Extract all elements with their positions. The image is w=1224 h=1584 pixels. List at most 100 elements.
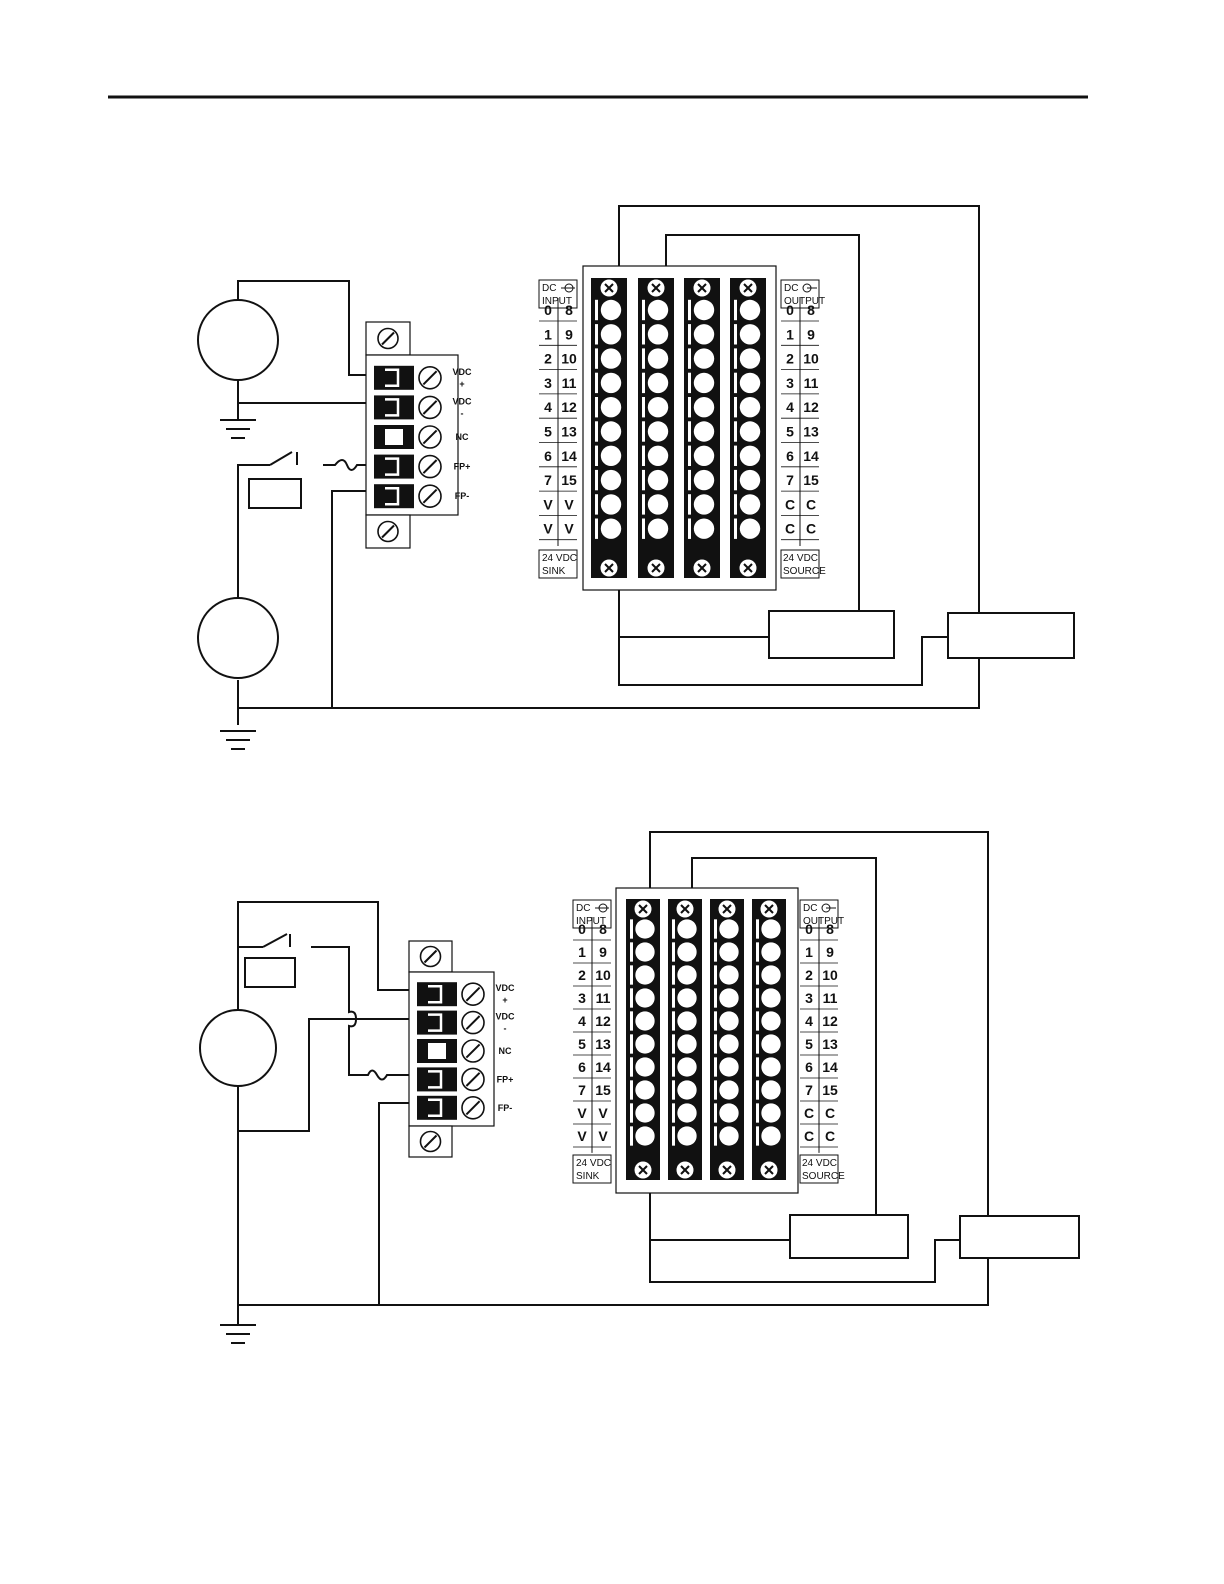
terminal-tab [642,348,645,369]
terminal-hole [719,1034,739,1054]
terminal-hole [647,469,669,491]
output-point-label: 7 [805,1082,813,1098]
terminal-hole [600,494,622,515]
input-point-label: 10 [561,351,577,367]
terminal-hole [739,299,761,321]
terminal-tab [688,445,691,467]
terminal-tab [672,942,675,962]
screw-icon [760,900,778,918]
terminal-tab [630,919,633,939]
terminal-tab [714,965,717,985]
terminal-hole [677,1034,697,1054]
terminal-tab [630,988,633,1008]
screw-icon [461,982,485,1007]
terminal-hole [739,348,761,369]
screw-icon [461,1067,485,1092]
ground-symbol [220,419,256,439]
input-point-label: 0 [578,921,586,937]
terminal-hole [693,396,715,418]
terminal-tab [630,1057,633,1077]
terminal-hole [719,965,739,985]
terminal-tab [642,299,645,321]
power-supply-symbol [197,299,279,381]
terminal-hole [761,1103,781,1123]
terminal-hole [761,1011,781,1031]
input-footer-type: SINK [542,566,566,577]
terminal-hole [693,324,715,345]
output-point-label: 12 [803,399,819,415]
terminal-label: NC [499,1046,512,1056]
output-header-box [799,899,839,929]
screw-icon [647,279,665,297]
screw-icon [461,1039,485,1063]
terminal-hole [761,919,781,939]
terminal-tab [756,919,759,939]
screw-icon [377,327,399,350]
input-point-label: 12 [595,1013,611,1029]
input-point-label: 8 [599,921,607,937]
terminal-label: VDC [495,983,515,993]
terminal-hole [635,988,655,1008]
terminal-tab [595,396,598,418]
terminal-hole [600,348,622,369]
terminal-tab [688,372,691,394]
terminal-hole [647,421,669,442]
input-footer-type: SINK [576,1171,600,1182]
output-point-label: C [825,1105,835,1121]
terminal-tab [595,299,598,321]
input-point-label: 8 [565,302,573,318]
terminal-hole [677,1126,697,1146]
output-point-label: 6 [786,448,794,464]
power-supply-symbol [197,597,279,679]
terminal-hole [719,919,739,939]
terminal-hole [635,942,655,962]
clamp-opening [385,457,400,476]
input-point-label: V [543,521,553,537]
input-point-label: 5 [544,424,552,440]
terminal-label: + [459,379,464,389]
terminal-hole [635,1034,655,1054]
output-footer-voltage: 24 VDC [783,553,818,564]
screw-icon [676,900,694,918]
output-footer-box [780,549,820,579]
terminal-hole [647,348,669,369]
terminal-tab [734,469,737,491]
output-point-label: 15 [803,472,819,488]
terminal-tab [630,1126,633,1146]
output-point-label: 0 [786,302,794,318]
input-footer-box [538,549,578,579]
screw-icon [693,559,711,577]
input-point-label: V [564,521,574,537]
field-device-box [959,1215,1080,1259]
terminal-tab [642,324,645,345]
terminal-tab [688,469,691,491]
terminal-tab [595,372,598,394]
terminal-tab [630,1103,633,1123]
terminal-hole [693,518,715,539]
output-point-label: 3 [805,990,813,1006]
terminal-hole [739,372,761,394]
terminal-hole [600,324,622,345]
output-point-label: 2 [786,351,794,367]
terminal-tab [672,988,675,1008]
terminal-tab [734,348,737,369]
terminal-label: FP- [455,491,470,501]
output-header-dc: DC [784,283,798,294]
screw-icon [377,520,399,543]
input-point-label: V [577,1105,587,1121]
input-point-label: 9 [599,944,607,960]
terminal-tab [595,518,598,539]
output-header-dc: DC [803,903,817,914]
input-footer-box [572,1154,612,1184]
terminal-hole [677,988,697,1008]
output-point-label: 8 [826,921,834,937]
terminal-tab [688,299,691,321]
output-point-label: 9 [807,326,815,342]
terminal-hole [600,518,622,539]
screw-icon [461,1010,485,1035]
output-footer-box [799,1154,839,1184]
relay-coil-box [244,957,296,988]
